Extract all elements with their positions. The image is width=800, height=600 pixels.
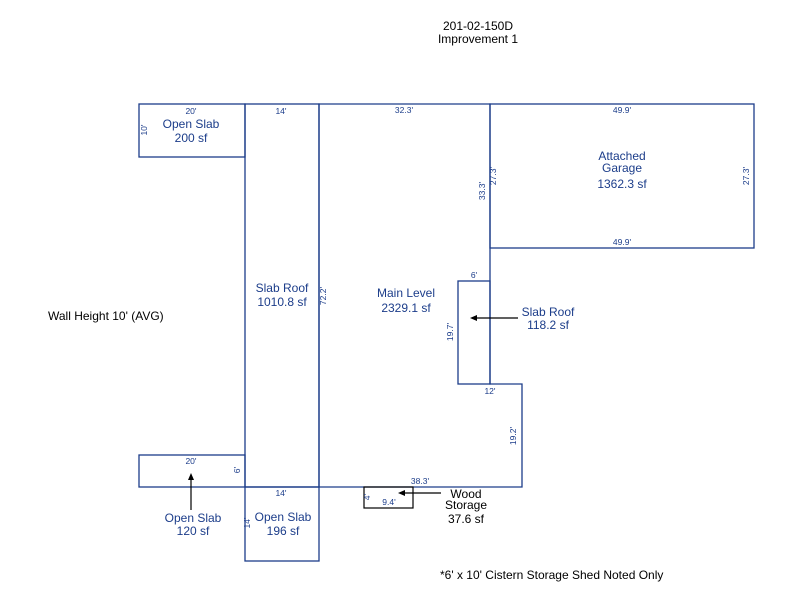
dim-9-4: 9.4'	[382, 497, 396, 507]
dim-32-3: 32.3'	[395, 105, 414, 115]
dim-14-top: 14'	[275, 106, 286, 116]
dim-14-bottom: 14'	[275, 488, 286, 498]
cistern-note: *6' x 10' Cistern Storage Shed Noted Onl…	[440, 568, 663, 582]
open-slab-top-label: Open Slab	[163, 117, 220, 131]
main-level-sf: 2329.1 sf	[381, 301, 431, 315]
dim-20-top: 20'	[185, 106, 196, 116]
wood-storage-label-line1: Wood	[450, 487, 481, 501]
wood-storage-sf: 37.6 sf	[448, 512, 485, 526]
slab-roof-left-label: Slab Roof	[256, 281, 309, 295]
improvement-label: Improvement 1	[438, 32, 518, 46]
open-slab-top-sf: 200 sf	[175, 131, 208, 145]
wood-storage-outline	[363, 486, 414, 509]
garage-label-line1: Attached	[598, 149, 645, 163]
wood-storage-arrowhead	[398, 490, 405, 496]
slab-roof-right-sf: 118.2 sf	[527, 318, 569, 332]
open-slab-bottom-outline	[138, 454, 246, 488]
parcel-id: 201-02-150D	[443, 19, 513, 33]
dim-19-7: 19.7'	[445, 323, 455, 342]
dim-27-3-left: 27.3'	[488, 167, 498, 186]
wood-storage-label-line2: Storage	[445, 498, 487, 512]
dim-19-2: 19.2'	[508, 427, 518, 446]
dim-38-3: 38.3'	[411, 476, 430, 486]
garage-sf: 1362.3 sf	[597, 177, 647, 191]
slab-roof-right-outline	[457, 280, 491, 385]
dim-20-bottom: 20'	[185, 456, 196, 466]
dim-12: 12'	[484, 386, 495, 396]
slab-roof-right-label: Slab Roof	[522, 305, 575, 319]
dim-6-top: 6'	[471, 270, 478, 280]
main-level-label: Main Level	[377, 286, 435, 300]
slab-roof-right-arrowhead	[470, 315, 477, 321]
open-slab-196-sf: 196 sf	[267, 524, 300, 538]
open-slab-bottom-arrowhead	[188, 473, 194, 480]
open-slab-bottom-label: Open Slab	[165, 511, 222, 525]
dim-49-9-bottom: 49.9'	[613, 237, 632, 247]
wall-height-label: Wall Height 10' (AVG)	[48, 309, 164, 323]
dim-4: 4'	[362, 493, 372, 500]
dim-14-side: 14'	[242, 517, 252, 528]
dim-33-3: 33.3'	[477, 182, 487, 201]
open-slab-bottom-sf: 120 sf	[177, 524, 210, 538]
open-slab-196-label: Open Slab	[255, 510, 312, 524]
dim-10: 10'	[139, 124, 149, 135]
garage-outline	[489, 103, 755, 249]
dim-72-2: 72.2'	[318, 287, 328, 306]
open-slab-196-outline	[244, 486, 320, 562]
slab-roof-left-sf: 1010.8 sf	[257, 295, 307, 309]
garage-label-line2: Garage	[602, 161, 642, 175]
dim-6-side: 6'	[232, 466, 242, 473]
dim-49-9-top: 49.9'	[613, 105, 632, 115]
dim-27-3-right: 27.3'	[741, 167, 751, 186]
